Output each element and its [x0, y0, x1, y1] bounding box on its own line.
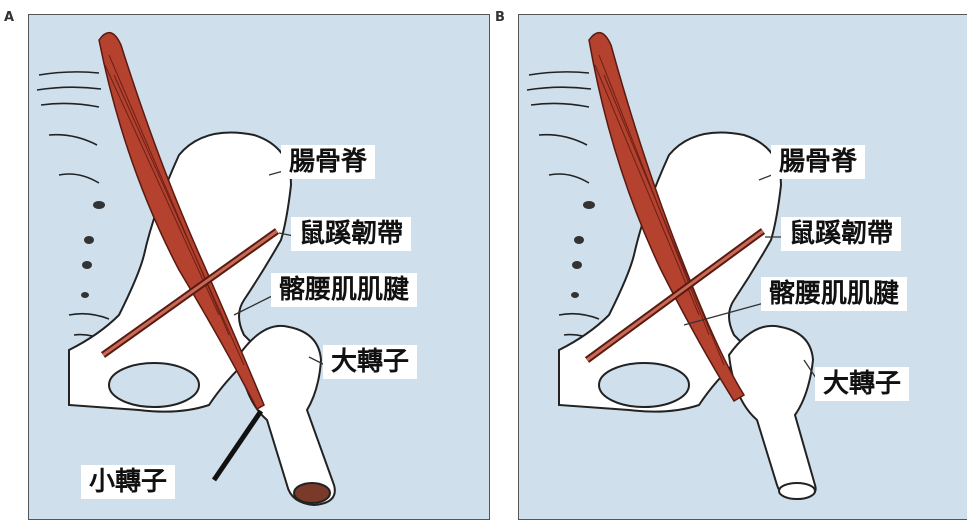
panel-b-letter: B: [495, 10, 505, 25]
femur-cut-end: [294, 483, 330, 503]
lesser-trochanter-label: 小轉子: [81, 465, 175, 499]
panel-a-letter: A: [4, 10, 14, 25]
greater-trochanter-label: 大轉子: [815, 367, 909, 401]
iliac-crest-label: 腸骨脊: [281, 145, 375, 179]
panel-b-illustration: [519, 15, 967, 520]
femur: [239, 326, 335, 505]
panel-a-illustration: [29, 15, 490, 520]
inguinal-ligament-label: 鼠蹊韌帶: [291, 217, 411, 251]
inguinal-ligament-label: 鼠蹊韌帶: [781, 217, 901, 251]
panel-b: 腸骨脊 鼠蹊韌帶 髂腰肌肌腱 大轉子: [518, 14, 967, 520]
femur: [729, 326, 816, 499]
vertebra-marks: [571, 201, 595, 298]
femur-cut-end: [779, 483, 815, 499]
iliopsoas-tendon-label: 髂腰肌肌腱: [271, 273, 417, 307]
panel-a: 腸骨脊 鼠蹊韌帶 髂腰肌肌腱 大轉子 小轉子: [28, 14, 490, 520]
iliopsoas-tendon-label: 髂腰肌肌腱: [761, 277, 907, 311]
greater-trochanter-label: 大轉子: [323, 345, 417, 379]
obturator-foramen: [599, 363, 689, 407]
obturator-foramen: [109, 363, 199, 407]
vertebra-marks: [81, 201, 105, 298]
lesser-trochanter-pointer: [214, 411, 261, 480]
iliac-crest-label: 腸骨脊: [771, 145, 865, 179]
